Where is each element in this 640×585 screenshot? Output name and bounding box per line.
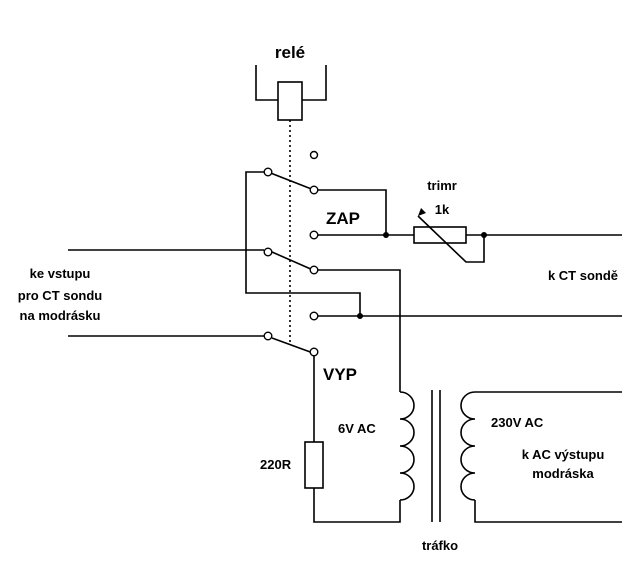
relay-label: relé — [275, 43, 305, 62]
terminal — [309, 347, 319, 357]
terminal — [263, 247, 273, 257]
junction-lower — [357, 313, 363, 319]
ac-output-label-line1: k AC výstupu — [522, 447, 605, 462]
ac-output-label-line2: modráska — [532, 466, 594, 481]
relay-coil — [255, 65, 327, 121]
primary-coil — [460, 391, 476, 501]
secondary-return-wire — [313, 488, 401, 523]
trimmer-arrow — [418, 208, 426, 216]
resistor-label: 220R — [260, 457, 292, 472]
vyp-label: VYP — [323, 365, 357, 384]
trimmer-label: trimr — [427, 178, 457, 193]
terminal — [309, 230, 319, 240]
switch-1-blade — [267, 171, 315, 191]
junction-zap — [383, 232, 389, 238]
switch-2-blade — [271, 251, 314, 271]
secondary-coil — [399, 391, 415, 501]
terminal — [263, 331, 273, 341]
secondary-feed-wire — [318, 269, 401, 392]
trimmer-body — [413, 226, 467, 244]
secondary-voltage-label: 6V AC — [338, 421, 376, 436]
spare-terminal — [309, 150, 319, 160]
input-label-line3: na modrásku — [20, 308, 101, 323]
loop-wire — [245, 171, 361, 316]
terminal — [309, 185, 319, 195]
ct-output-label: k CT sondě — [548, 268, 618, 283]
zap-label: ZAP — [326, 209, 360, 228]
input-label-line1: ke vstupu — [30, 266, 91, 281]
resistor-220r — [304, 441, 324, 489]
terminal — [309, 311, 319, 321]
primary-wires — [474, 391, 622, 523]
relay-coil-body — [277, 81, 303, 121]
transformer-label: tráfko — [422, 538, 458, 553]
junction-trimmer — [481, 232, 487, 238]
terminal — [309, 265, 319, 275]
switch-1-contact-wire — [318, 189, 387, 235]
primary-voltage-label: 230V AC — [491, 415, 544, 430]
trimmer-wiper — [417, 215, 485, 263]
switch-4-blade — [271, 337, 314, 354]
trimmer-value: 1k — [435, 202, 450, 217]
input-label-line2: pro CT sondu — [18, 288, 103, 303]
terminal — [263, 167, 273, 177]
